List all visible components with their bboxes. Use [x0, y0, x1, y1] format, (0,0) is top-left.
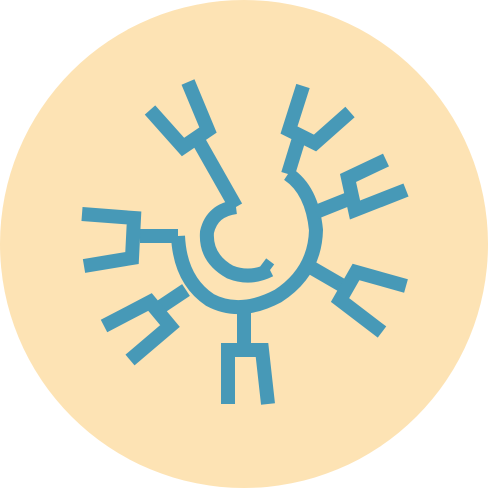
branch-top-left: [191, 136, 243, 211]
fork-lower-left: [100, 293, 180, 366]
fork-left: [81, 207, 142, 273]
fork-top-left: [144, 79, 217, 157]
inner-notch: [257, 258, 275, 276]
outer-arc: [171, 168, 324, 315]
tree-branches: [81, 79, 409, 405]
center-arc: [199, 200, 274, 283]
fork-right-upper: [339, 153, 409, 220]
fork-bottom: [221, 343, 275, 405]
fork-top-right: [280, 83, 355, 152]
fork-right-lower: [330, 263, 408, 338]
